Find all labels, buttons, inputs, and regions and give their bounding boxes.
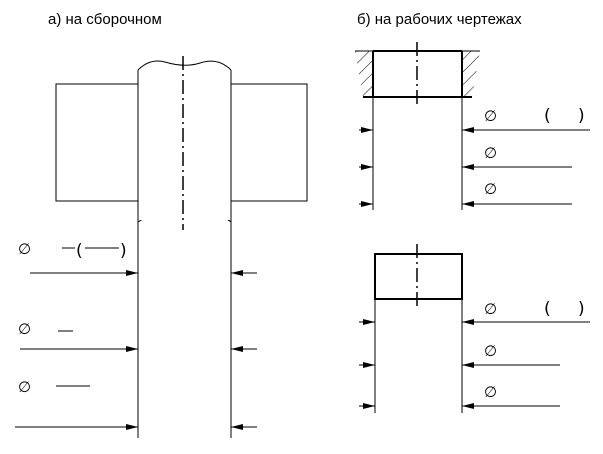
- shaft-diameter-symbol-1: ∅: [484, 300, 497, 318]
- assembly-drawing: ∅ ( ) ∅ ∅: [15, 56, 308, 438]
- dimension-fit: ∅ ( ): [18, 240, 257, 276]
- hole-detail: ∅ ( ) ∅ ∅: [355, 42, 590, 210]
- hole-diameter-symbol-3: ∅: [484, 180, 497, 198]
- shaft-detail: ∅ ( ) ∅ ∅: [359, 244, 590, 413]
- shaft-dimension-deviation: ∅: [359, 342, 560, 368]
- shaft-diameter-symbol-3: ∅: [484, 383, 497, 401]
- diameter-symbol-fit: ∅: [18, 240, 31, 258]
- caption-working-drawings: б) на рабочих чертежах: [357, 11, 522, 28]
- hole-diameter-symbol-2: ∅: [484, 144, 497, 162]
- paren-open-fit: (: [76, 241, 83, 261]
- paren-close-fit: ): [120, 241, 127, 261]
- diameter-symbol-hole: ∅: [18, 320, 31, 338]
- housing-left-section: [55, 83, 139, 202]
- caption-assembly: а) на сборочном: [48, 11, 162, 28]
- shaft-diameter-symbol-2: ∅: [484, 342, 497, 360]
- shaft-dimension-field: ∅: [359, 383, 560, 409]
- shaft-paren-close: ): [578, 299, 585, 319]
- shaft-paren-open: (: [544, 299, 551, 319]
- dimension-hole: ∅: [18, 320, 257, 352]
- hole-dimension-field: ∅: [359, 180, 572, 207]
- shaft: [137, 60, 232, 223]
- shaft-dimension-tolerance: ∅ ( ): [359, 299, 590, 325]
- diameter-symbol-shaft: ∅: [18, 378, 31, 396]
- hole-paren-open: (: [544, 106, 551, 126]
- hole-diameter-symbol-1: ∅: [484, 107, 497, 125]
- hole-paren-close: ): [578, 106, 585, 126]
- housing-right-section: [230, 83, 308, 202]
- dimension-shaft: ∅: [15, 378, 257, 430]
- hole-dimension-tolerance: ∅ ( ): [359, 106, 590, 133]
- shaft-outline: [374, 253, 463, 300]
- hole-dimension-deviation: ∅: [359, 144, 572, 170]
